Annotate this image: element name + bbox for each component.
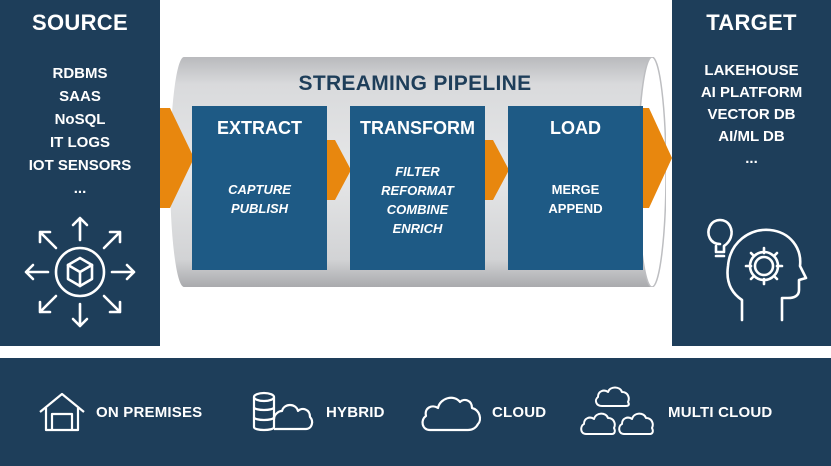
target-panel: TARGET LAKEHOUSE AI PLATFORM VECTOR DB A… [672,0,831,346]
target-item: ... [745,150,758,167]
stage-title: EXTRACT [217,118,302,138]
deployment-item-on-premises: ON PREMISES [38,358,202,466]
source-item: NoSQL [54,111,106,128]
stage-items: FILTER REFORMAT COMBINE ENRICH [350,162,485,238]
source-title: SOURCE [32,10,128,35]
stage-item: MERGE [551,182,600,197]
hybrid-icon [252,391,314,432]
deployment-label: HYBRID [326,403,385,421]
house-icon [39,392,85,432]
source-item: IOT SENSORS [28,157,132,174]
stage-item: REFORMAT [381,183,454,198]
data-cube-icon [24,216,136,328]
stage-items: MERGE APPEND [508,180,643,218]
arrow-source-to-extract-icon [160,108,194,208]
deployment-label: ON PREMISES [96,403,203,421]
target-list: LAKEHOUSE AI PLATFORM VECTOR DB AI/ML DB… [672,60,831,170]
deployment-label: MULTI CLOUD [668,403,773,421]
deployment-bar: ON PREMISES HYBRID CLOUD MULTI CLOUD [0,358,831,466]
stage-title: LOAD [550,118,601,138]
stage-item: PUBLISH [230,201,289,216]
source-item: IT LOGS [50,134,110,151]
stage-items: CAPTURE PUBLISH [192,180,327,218]
deployment-item-hybrid: HYBRID [252,358,385,466]
stage-item: FILTER [395,164,440,179]
ai-head-gear-icon [707,218,808,322]
source-item: SAAS [59,88,101,105]
stage-item: ENRICH [392,221,443,236]
source-panel: SOURCE RDBMS SAAS NoSQL IT LOGS IOT SENS… [0,0,160,346]
target-item: VECTOR DB [707,106,796,123]
target-item: AI PLATFORM [700,84,803,101]
source-item: ... [73,180,87,197]
arrow-extract-to-transform-icon [327,140,351,200]
stage-transform: TRANSFORM FILTER REFORMAT COMBINE ENRICH [350,106,485,270]
stage-item: CAPTURE [228,182,291,197]
pipeline-title: STREAMING PIPELINE [298,72,532,95]
cloud-icon [421,396,482,432]
multi-cloud-icon [580,386,654,435]
arrow-load-to-target-icon [643,108,672,208]
target-item: AI/ML DB [718,128,785,145]
stage-title: TRANSFORM [360,118,475,138]
target-title: TARGET [706,10,797,35]
stage-item: COMBINE [386,202,449,217]
stage-item: APPEND [548,201,603,216]
target-item: LAKEHOUSE [704,62,799,79]
deployment-item-multi-cloud: MULTI CLOUD [580,358,772,466]
deployment-label: CLOUD [492,403,547,421]
stage-load: LOAD MERGE APPEND [508,106,643,270]
arrow-transform-to-load-icon [485,140,509,200]
stage-extract: EXTRACT CAPTURE PUBLISH [192,106,327,270]
deployment-item-cloud: CLOUD [420,358,546,466]
source-list: RDBMS SAAS NoSQL IT LOGS IOT SENSORS ... [0,62,160,200]
source-item: RDBMS [52,65,108,82]
